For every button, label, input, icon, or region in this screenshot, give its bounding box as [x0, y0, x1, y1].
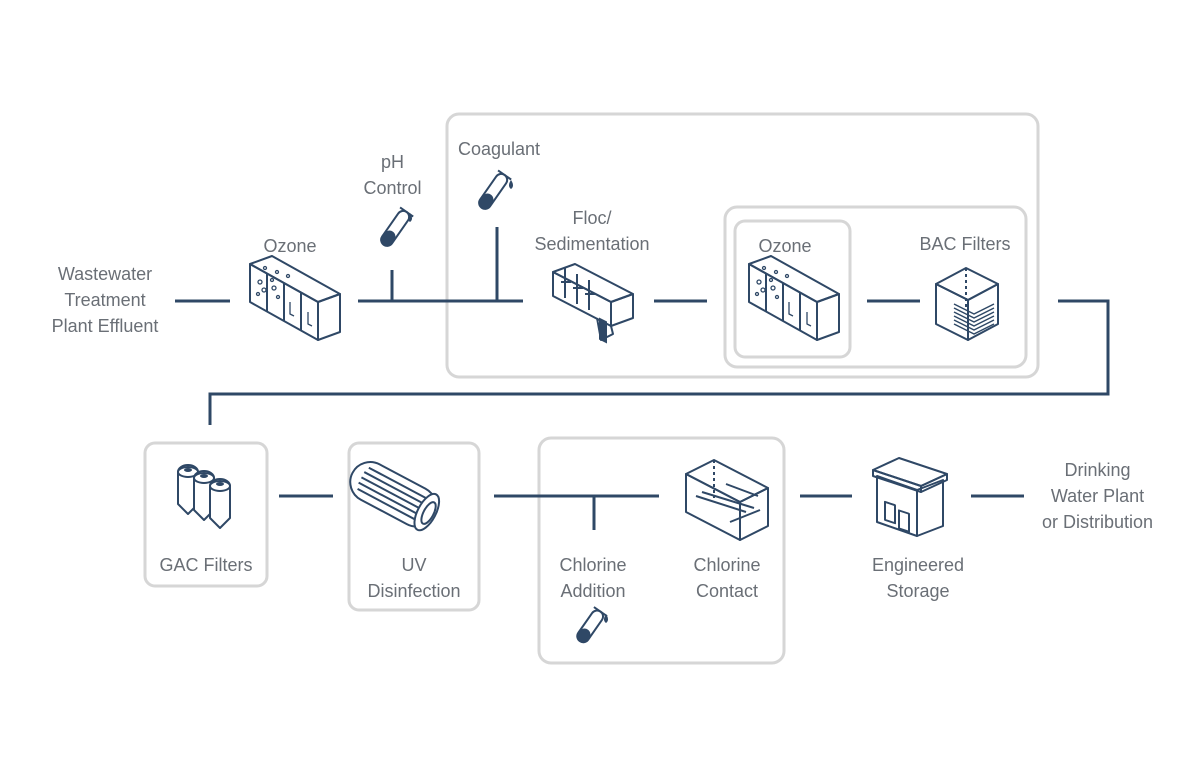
flow-lines — [175, 227, 1110, 530]
ozone-tank-icon — [748, 255, 840, 341]
chemical-drop-icon — [604, 614, 608, 623]
floc-label: Floc/Sedimentation — [534, 208, 650, 254]
bac-filter-icon — [935, 267, 999, 341]
coagulant-label: Coagulant — [457, 139, 541, 159]
floc-group-box — [445, 112, 1040, 379]
chlorine-group-box — [537, 436, 786, 665]
ozone-bac-group-box — [723, 205, 1028, 369]
gac-box — [143, 441, 269, 588]
group-boxes — [143, 112, 1040, 665]
chemical-tube-icon — [478, 169, 512, 210]
uv-box — [347, 441, 481, 612]
chemical-drop-icon — [509, 180, 513, 189]
uv-reactor-icon — [349, 461, 441, 532]
gac-tanks-icon — [177, 464, 231, 529]
gac-filters-label: GAC Filters — [159, 555, 253, 575]
chemical-tube-icon — [380, 206, 414, 247]
storage-building-icon — [872, 457, 948, 537]
ozone-1-label: Ozone — [263, 236, 317, 256]
pipe-return — [208, 299, 1110, 425]
chemical-tube-icon — [576, 606, 608, 644]
contact-tank-icon — [685, 459, 769, 541]
ozone-2-box — [733, 219, 852, 359]
chemical-drop-icon — [408, 213, 412, 222]
bac-filters-label: BAC Filters — [919, 234, 1011, 254]
ozone-tank-icon — [249, 255, 341, 341]
ozone-2-label: Ozone — [758, 236, 812, 256]
sedimentation-basin-icon — [552, 263, 634, 344]
